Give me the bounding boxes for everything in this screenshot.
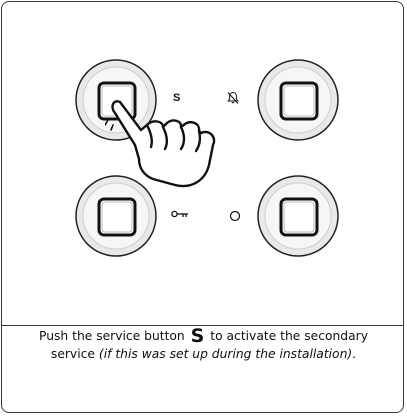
caption-note: (if this was set up during the installat… [98, 347, 353, 361]
divider [2, 325, 403, 326]
caption-part1: Push the service button [39, 329, 185, 343]
pointing-hand-icon [105, 100, 216, 188]
service-button[interactable] [74, 58, 158, 142]
door-open-button[interactable] [74, 174, 158, 258]
key-icon [171, 210, 188, 218]
instruction-caption: Push the service button S to activate th… [16, 327, 391, 363]
caption-end: . [352, 347, 357, 361]
mute-bell-icon [227, 91, 239, 104]
service-label: S [173, 92, 181, 104]
caption-part2: to activate the secondary service [50, 329, 368, 361]
led-circle-icon [229, 210, 241, 222]
service-glyph: S [190, 325, 205, 347]
call-button[interactable] [256, 174, 340, 258]
mute-button[interactable] [256, 58, 340, 142]
